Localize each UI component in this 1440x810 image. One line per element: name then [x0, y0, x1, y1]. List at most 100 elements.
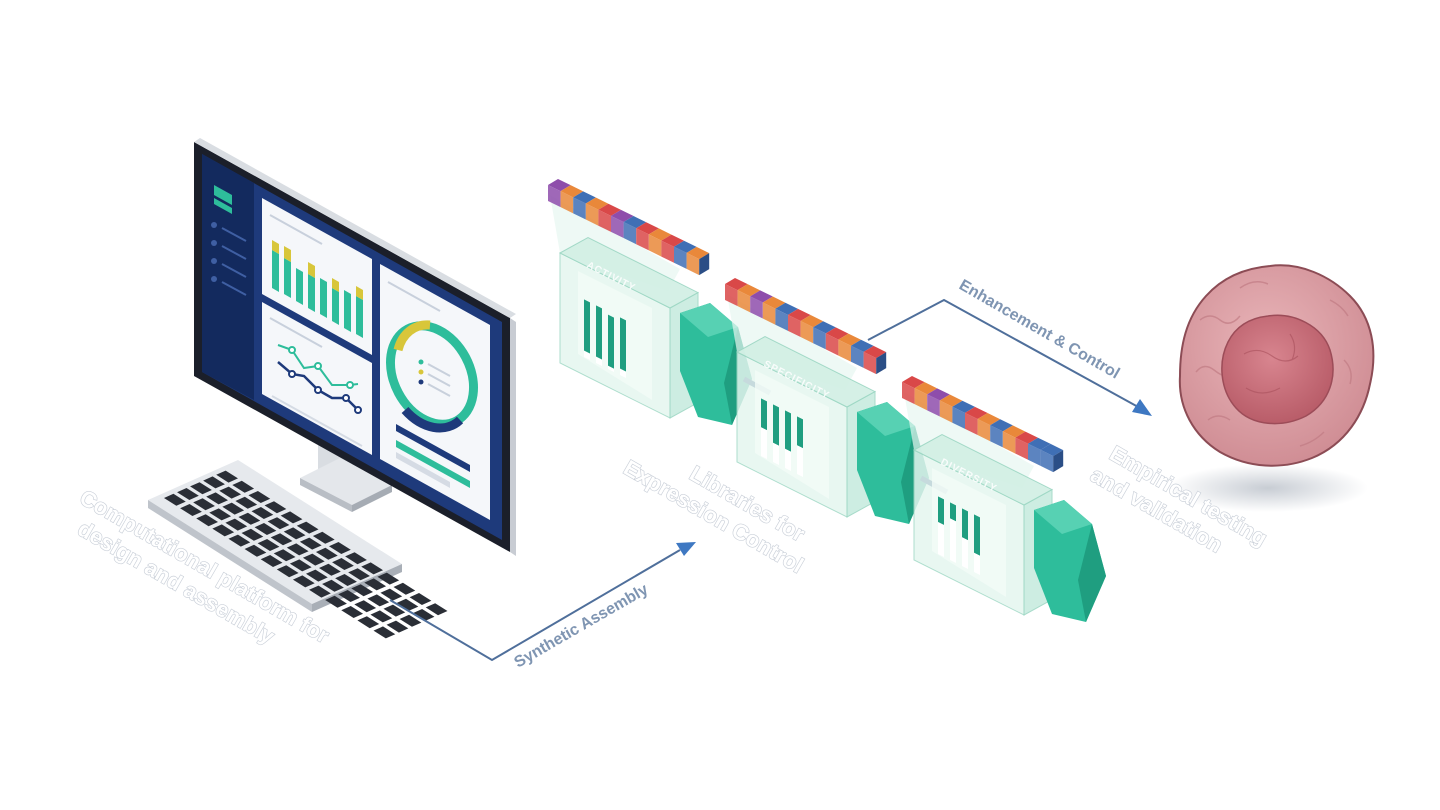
keyboard-key [396, 598, 419, 611]
sequence-block [775, 308, 788, 331]
keyboard-key [370, 610, 393, 623]
keyboard-key [341, 606, 364, 618]
keyboard-key [299, 537, 322, 550]
keyboard-key [329, 542, 351, 554]
keyboard-key [292, 575, 315, 588]
keyboard-key [338, 590, 360, 602]
keyboard-key [380, 588, 403, 601]
keyboard-key [393, 582, 416, 595]
keyboard-key [251, 507, 274, 519]
keyboard-key [196, 514, 219, 527]
library-module-specificity: SPECIFICITY [725, 278, 949, 524]
keyboard-key [305, 569, 328, 582]
library-module-diversity: DIVERSITY [902, 376, 1106, 622]
sequence-block [1028, 443, 1041, 466]
keyboard-key [361, 562, 384, 575]
sequence-block [1015, 437, 1028, 460]
keyboard-key [377, 572, 400, 585]
keyboard-key [386, 620, 409, 633]
keyboard-key [232, 480, 255, 493]
keyboard-key [264, 501, 287, 514]
keyboard-keys [164, 470, 448, 639]
sequence-block [598, 209, 611, 232]
keyboard-key [312, 531, 335, 544]
sequence-block [686, 252, 700, 276]
sequence-block [788, 314, 801, 338]
keyboard-key [206, 492, 228, 505]
cell-nucleus [1221, 314, 1334, 425]
keyboard-key [190, 482, 212, 495]
keyboard-key [280, 511, 303, 524]
sequence-block [725, 284, 738, 307]
sequence-block [965, 412, 978, 436]
keyboard-key [412, 609, 435, 621]
keyboard-key [322, 579, 344, 592]
cell-texture [1195, 281, 1352, 447]
keyboard-key [209, 508, 232, 521]
sequence-block [902, 382, 915, 405]
keyboard-key [238, 512, 261, 525]
sequence-block [585, 203, 599, 226]
sequence-block [939, 400, 953, 423]
arrowhead-icon [676, 542, 696, 556]
keyboard-key [315, 547, 338, 560]
keyboard-key [235, 496, 258, 509]
keyboard-key [222, 502, 245, 515]
sequence-block [927, 394, 940, 417]
keyboard-key [228, 534, 251, 547]
sequence-block [863, 351, 877, 375]
sequence-block [560, 191, 574, 214]
keyboard-key [244, 544, 267, 557]
keyboard-key [425, 603, 448, 616]
sequence-block [548, 185, 561, 208]
app-logo-icon [214, 185, 232, 205]
sequence-block [1040, 449, 1054, 473]
keyboard-key [309, 585, 331, 598]
keyboard-key [193, 498, 215, 511]
sequence-block [636, 228, 649, 251]
keyboard-key [212, 524, 235, 537]
keyboard-key [373, 626, 396, 639]
keyboard-key [351, 584, 374, 597]
keyboard-key [273, 549, 296, 562]
keyboard-key [270, 533, 293, 546]
sequence-block [914, 388, 928, 411]
sidebar-menu [211, 222, 247, 296]
sequence-block [825, 333, 839, 356]
sequence-block [674, 246, 687, 269]
keyboard-key [367, 594, 390, 607]
keyboard-key [409, 593, 432, 605]
keyboard-key [219, 486, 242, 499]
keyboard-key [276, 565, 299, 578]
keyboard-key [164, 493, 186, 506]
keyboard-key [357, 616, 380, 629]
sequence-block [977, 419, 991, 442]
keyboard [148, 460, 448, 639]
keyboard-key [319, 563, 341, 576]
flow-arrow-synthetic-assembly [389, 542, 696, 662]
sequence-block [623, 222, 637, 245]
keyboard-key [325, 595, 347, 608]
keyboard-key [335, 574, 357, 586]
keyboard-key [399, 614, 422, 627]
keyboard-key [180, 504, 202, 516]
keyboard-key [248, 491, 271, 503]
keyboard-key [364, 578, 387, 591]
keyboard-key [241, 528, 264, 541]
screen-panel-line-chart [262, 302, 372, 455]
sequence-block [611, 215, 624, 239]
flow-arrow-enhancement [867, 298, 1152, 416]
keyboard-key [354, 600, 377, 613]
cell-shadow [1168, 464, 1368, 512]
monitor [194, 138, 516, 556]
screen-panel-donut-chart [380, 264, 490, 520]
sequence-block [952, 406, 965, 429]
keyboard-key [348, 568, 370, 581]
sequence-block [737, 290, 751, 313]
keyboard-key [267, 517, 290, 530]
cell [1168, 264, 1375, 512]
app-sidebar [202, 154, 254, 400]
keyboard-key [254, 523, 277, 535]
